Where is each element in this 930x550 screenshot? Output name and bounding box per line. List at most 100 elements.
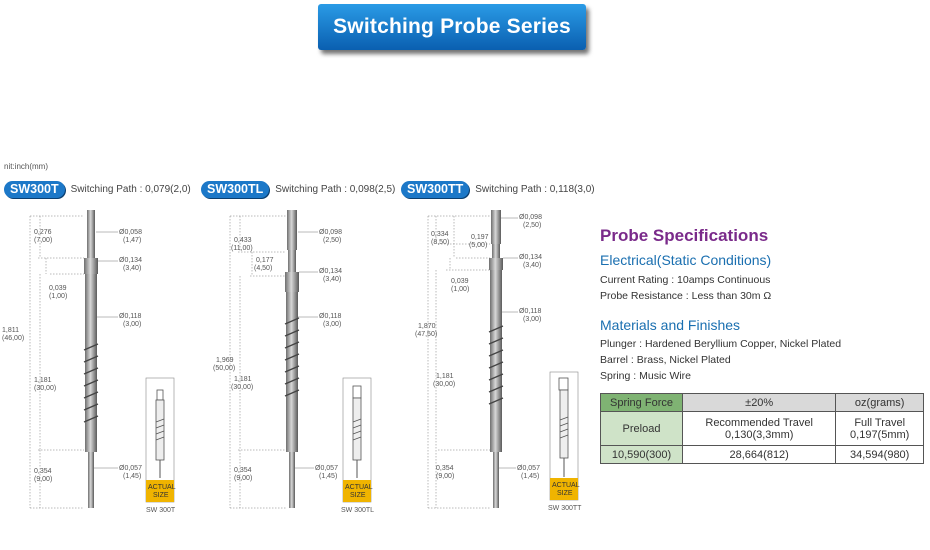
materials-title: Materials and Finishes xyxy=(600,317,741,333)
spring xyxy=(83,343,99,423)
dim-label: Ø0,057 xyxy=(315,465,338,472)
plunger-collar xyxy=(285,272,299,292)
table-cell: 10,590(300) xyxy=(600,445,683,464)
dimension-lines xyxy=(427,215,490,509)
barrel xyxy=(85,274,97,452)
dim-label: 0,197 xyxy=(471,234,489,241)
electrical-line: Probe Resistance : Less than 30m Ω xyxy=(600,290,772,302)
actual-size-label xyxy=(550,478,578,500)
leader-lines xyxy=(499,217,518,469)
actual-size-text: SIZE xyxy=(557,490,573,497)
dim-label: (3,40) xyxy=(123,265,141,272)
cell-line: Recommended Travel xyxy=(705,416,813,429)
dim-label: (5,00) xyxy=(469,242,487,249)
spring xyxy=(488,325,504,405)
materials-line: Barrel : Brass, Nickel Plated xyxy=(600,354,731,366)
dim-label: Ø0,058 xyxy=(119,229,142,236)
spring xyxy=(284,317,300,397)
tail xyxy=(88,452,94,508)
actual-size-label xyxy=(146,480,174,502)
dim-label: Ø0,134 xyxy=(119,257,142,264)
plunger-tip xyxy=(287,210,297,250)
cell-line: Full Travel xyxy=(854,416,906,429)
table-header: Spring Force xyxy=(600,393,683,412)
dim-label: (8,50) xyxy=(431,239,449,246)
actual-size-text: ACTUAL xyxy=(552,482,580,489)
dim-label: (3,40) xyxy=(323,276,341,283)
electrical-line: Current Rating : 10amps Continuous xyxy=(600,274,771,286)
table-cell: Full Travel 0,197(5mm) xyxy=(835,411,924,446)
dim-label: (1,45) xyxy=(319,473,337,480)
table-cell: 28,664(812) xyxy=(681,445,837,464)
actual-size-text: SIZE xyxy=(153,492,169,499)
probe-caption: SW 300TL xyxy=(341,507,374,514)
materials-line: Plunger : Hardened Beryllium Copper, Nic… xyxy=(600,338,842,350)
dim-label: (9,00) xyxy=(34,476,52,483)
switching-path: Switching Path : 0,079(2,0) xyxy=(70,183,191,195)
dim-label: 1,969 xyxy=(216,357,234,364)
dim-label: (1,47) xyxy=(123,237,141,244)
dim-label: (1,00) xyxy=(49,293,67,300)
dim-label: (9,00) xyxy=(234,475,252,482)
dim-label: Ø0,118 xyxy=(119,313,142,320)
dim-label: (2,50) xyxy=(323,237,341,244)
dim-label: (1,45) xyxy=(123,473,141,480)
electrical-title: Electrical(Static Conditions) xyxy=(600,252,772,268)
table-row: Spring Force ±20% oz(grams) xyxy=(600,393,924,412)
leader-lines xyxy=(94,231,118,469)
cell-line: 0,197(5mm) xyxy=(850,428,910,441)
page-banner: Switching Probe Series xyxy=(318,4,586,50)
probe-header-sw300tt: SW300TT Switching Path : 0,118(3,0) xyxy=(401,180,595,198)
dim-label: (3,00) xyxy=(323,321,341,328)
cell-line: 0,130(3,3mm) xyxy=(724,428,794,441)
table-row: 10,590(300) 28,664(812) 34,594(980) xyxy=(600,445,924,464)
switching-path: Switching Path : 0,098(2,5) xyxy=(275,183,396,195)
table-cell: Preload xyxy=(600,411,683,446)
plunger-neck xyxy=(492,244,500,258)
dim-label: 1,181 xyxy=(436,373,454,380)
dim-label: (9,00) xyxy=(436,473,454,480)
dim-label: 0,354 xyxy=(436,465,454,472)
dim-label: Ø0,134 xyxy=(319,268,342,275)
dim-label: (7,00) xyxy=(34,237,52,244)
dim-label: 0,334 xyxy=(431,231,449,238)
dim-label: (1,00) xyxy=(451,286,469,293)
model-badge: SW300TL xyxy=(201,180,270,198)
probe-header-sw300t: SW300T Switching Path : 0,079(2,0) xyxy=(4,180,191,198)
barrel xyxy=(286,292,298,452)
dim-label: (50,00) xyxy=(213,365,235,372)
dim-label: 0,276 xyxy=(34,229,52,236)
dim-label: 0,354 xyxy=(234,467,252,474)
dim-label: (30,00) xyxy=(433,381,455,388)
table-cell: Recommended Travel 0,130(3,3mm) xyxy=(681,411,837,446)
dim-label: Ø0,098 xyxy=(319,229,342,236)
probe-caption: SW 300TT xyxy=(548,505,582,512)
dim-label: (11,00) xyxy=(231,245,253,252)
dim-label: Ø0,134 xyxy=(519,254,542,261)
plunger-neck xyxy=(288,250,296,272)
dim-label: (47,50) xyxy=(415,331,437,338)
tail xyxy=(493,452,499,508)
plunger-collar xyxy=(489,258,503,270)
dim-label: 0,039 xyxy=(49,285,67,292)
dim-label: 0,433 xyxy=(234,237,252,244)
plunger-tip xyxy=(491,210,501,244)
spec-title: Probe Specifications xyxy=(600,226,769,245)
plunger-tip xyxy=(87,210,95,258)
table-row: Preload Recommended Travel 0,130(3,3mm) … xyxy=(600,411,924,446)
switching-path: Switching Path : 0,118(3,0) xyxy=(475,183,595,195)
dimension-lines xyxy=(29,215,84,509)
probe-header-sw300tl: SW300TL Switching Path : 0,098(2,5) xyxy=(201,180,395,198)
dim-label: (3,40) xyxy=(523,262,541,269)
materials-line: Spring : Music Wire xyxy=(600,370,692,382)
probe-drawing-sw300tl: 0,433 (11,00) 0,177 (4,50) 1,969 (50,00)… xyxy=(213,210,374,514)
dim-label: 1,811 xyxy=(2,327,19,334)
unit-note: nit:inch(mm) xyxy=(4,162,49,171)
dim-label: 1,181 xyxy=(34,377,52,384)
dim-label: 1,181 xyxy=(234,376,252,383)
dim-label: 0,039 xyxy=(451,278,469,285)
dim-label: (46,00) xyxy=(2,335,24,342)
dim-label: (3,00) xyxy=(523,316,541,323)
dim-label: (30,00) xyxy=(34,385,56,392)
leader-lines xyxy=(295,231,318,469)
